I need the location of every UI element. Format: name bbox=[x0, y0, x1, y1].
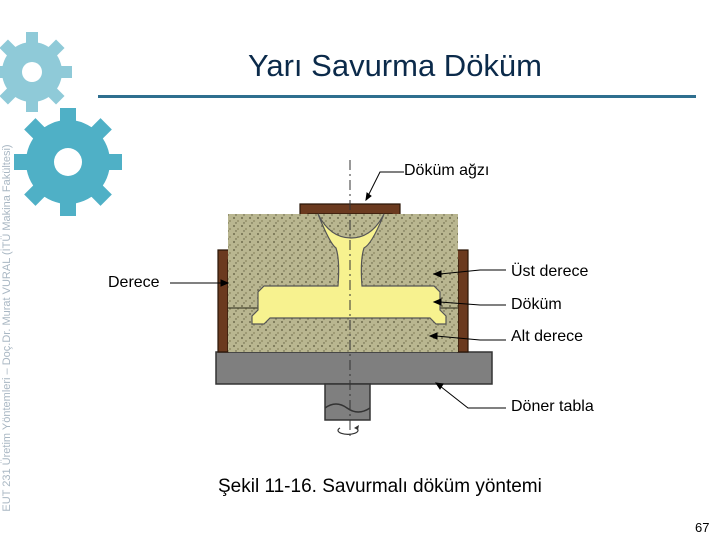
label-cope: Üst derece bbox=[511, 263, 589, 280]
label-casting: Döküm bbox=[511, 296, 562, 313]
table-shaft bbox=[324, 383, 371, 435]
rotating-table bbox=[215, 351, 493, 385]
leader-cope bbox=[439, 269, 506, 275]
title-underline bbox=[98, 95, 696, 98]
leader-casting bbox=[439, 301, 506, 306]
gear-icon bbox=[0, 32, 72, 112]
leader-drag bbox=[435, 335, 506, 341]
figure-caption: Şekil 11-16. Savurmalı döküm yöntemi bbox=[218, 476, 542, 497]
label-pouring-cup: Döküm ağzı bbox=[404, 162, 490, 179]
page-number: 67 bbox=[695, 520, 710, 535]
label-drag: Alt derece bbox=[511, 328, 584, 345]
casting-metal bbox=[251, 213, 447, 325]
leader-pouring-cup bbox=[365, 171, 404, 201]
slide-title: Yarı Savurma Döküm bbox=[247, 48, 542, 83]
gears-decoration bbox=[0, 32, 122, 216]
label-flask: Derece bbox=[108, 274, 160, 291]
leader-table bbox=[439, 385, 506, 409]
label-rotating-table: Döner tabla bbox=[511, 398, 594, 415]
